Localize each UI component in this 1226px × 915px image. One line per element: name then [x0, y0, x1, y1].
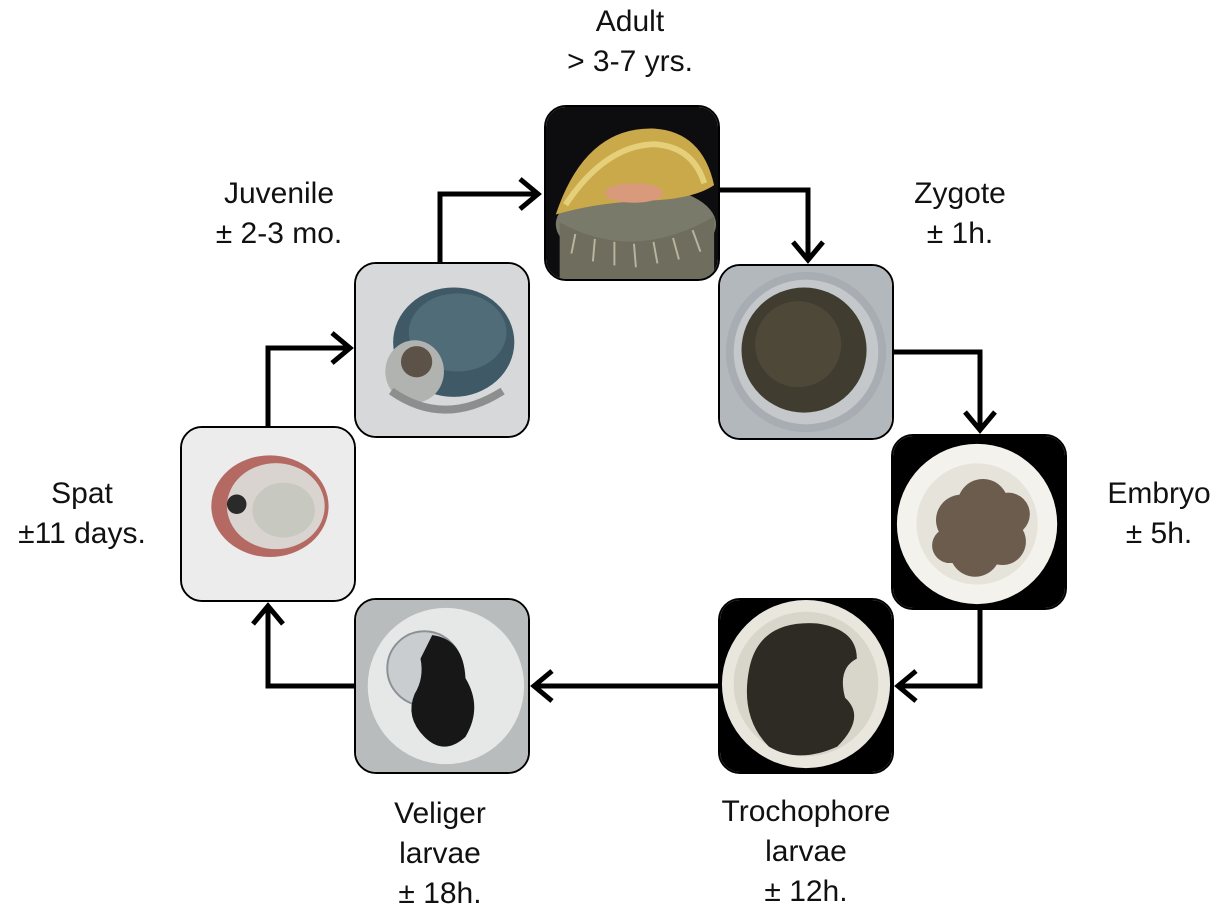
veliger-label: Veliger larvae ± 18h. — [370, 794, 510, 914]
veliger-time: ± 18h. — [370, 874, 510, 914]
adult-name: Adult — [560, 2, 700, 42]
embryo-label: Embryo ± 5h. — [1096, 474, 1222, 554]
arrow-adult-to-zygote — [720, 190, 808, 260]
arrow-zygote-to-embryo — [892, 352, 980, 430]
adult-abalone-photo — [544, 105, 720, 281]
zygote-name: Zygote — [890, 174, 1030, 214]
embryo-name: Embryo — [1096, 474, 1222, 514]
trochophore-label: Trochophore larvae ± 12h. — [700, 792, 912, 912]
juvenile-name: Juvenile — [196, 174, 362, 214]
veliger-photo — [354, 598, 530, 774]
spat-label: Spat ±11 days. — [4, 474, 160, 554]
zygote-time: ± 1h. — [890, 214, 1030, 254]
juvenile-time: ± 2-3 mo. — [196, 214, 362, 254]
juvenile-shell-photo — [354, 262, 530, 438]
veliger-name: Veliger — [370, 794, 510, 834]
trochophore-time: ± 12h. — [700, 872, 912, 912]
embryo-time: ± 5h. — [1096, 514, 1222, 554]
trochophore-name: Trochophore — [700, 792, 912, 832]
zygote-photo — [718, 264, 894, 440]
trochophore-name2: larvae — [700, 832, 912, 872]
spat-photo — [180, 426, 356, 602]
adult-time: > 3-7 yrs. — [560, 42, 700, 82]
zygote-label: Zygote ± 1h. — [890, 174, 1030, 254]
spat-name: Spat — [4, 474, 160, 514]
adult-label: Adult > 3-7 yrs. — [560, 2, 700, 82]
juvenile-label: Juvenile ± 2-3 mo. — [196, 174, 362, 254]
spat-time: ±11 days. — [4, 514, 160, 554]
veliger-name2: larvae — [370, 834, 510, 874]
embryo-photo — [891, 434, 1067, 610]
trochophore-photo — [718, 598, 894, 774]
